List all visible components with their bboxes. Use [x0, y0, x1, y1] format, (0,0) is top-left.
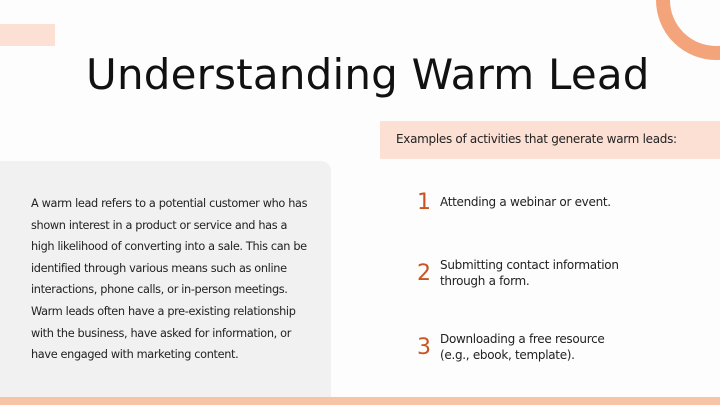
decorative-accent-rectangle [0, 24, 55, 46]
example-number-2: 2 [417, 261, 431, 286]
example-number-1: 1 [417, 190, 431, 215]
bottom-accent-bar [0, 397, 720, 405]
decorative-ring-icon [656, 0, 720, 60]
examples-header: Examples of activities that generate war… [380, 121, 720, 159]
example-text-2: Submitting contact information through a… [440, 258, 619, 288]
example-number-3: 3 [417, 335, 431, 360]
example-text-1: Attending a webinar or event. [440, 195, 611, 209]
slide-title: Understanding Warm Lead [86, 50, 650, 100]
description-card [0, 161, 331, 405]
description-text: A warm lead refers to a potential custom… [31, 197, 308, 362]
example-text-3: Downloading a free resource (e.g., ebook… [440, 332, 605, 362]
examples-header-label: Examples of activities that generate war… [396, 132, 677, 146]
